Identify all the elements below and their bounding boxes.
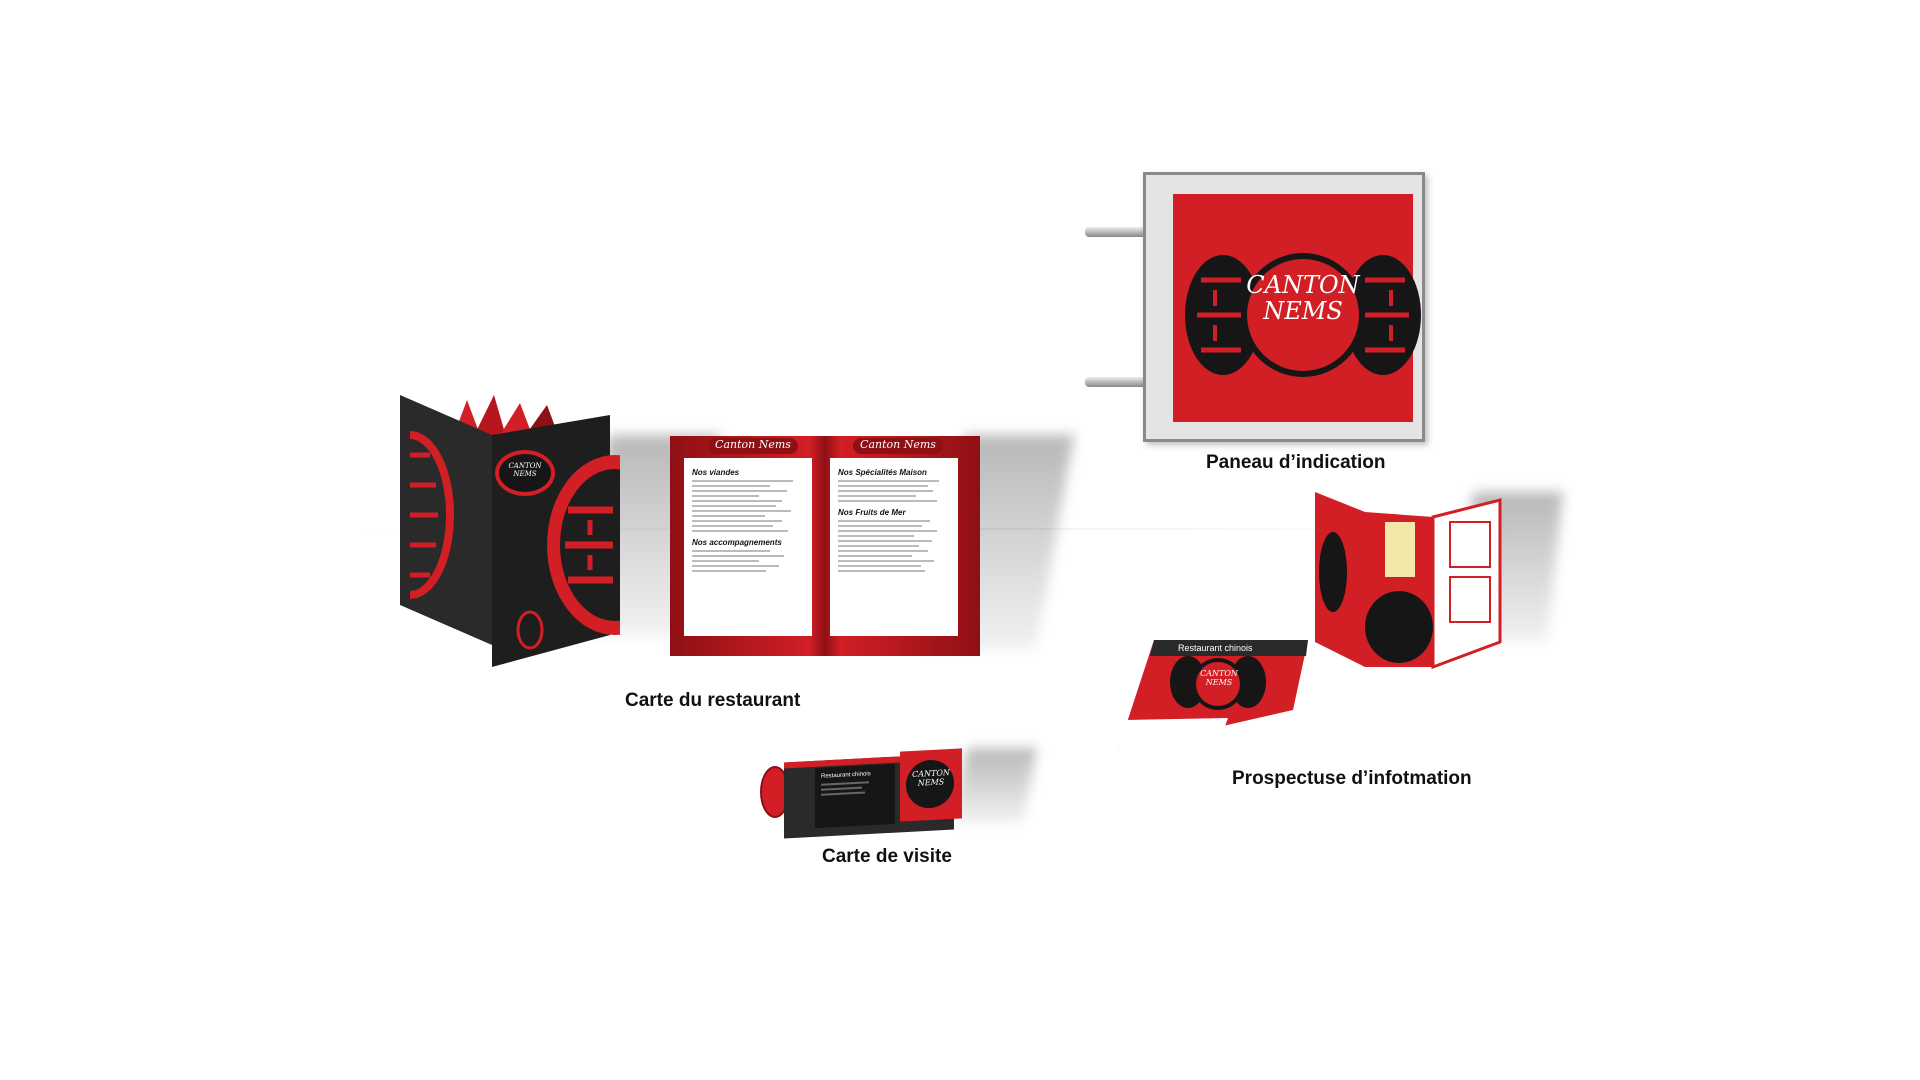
tent-card-logo-line2: NEMS: [1205, 677, 1233, 687]
sign-logo-line1: CANTON: [1246, 271, 1360, 299]
tent-card-logo-line1: CANTON: [1200, 669, 1238, 678]
menu-section-title: Nos accompagnements: [692, 538, 782, 547]
sign-emblem: [1185, 253, 1421, 377]
business-cards: Restaurant chinois CANTON NEMS: [760, 738, 1040, 839]
folded-menu: CANTON NEMS: [400, 395, 720, 675]
business-card-logo: CANTON NEMS: [904, 768, 958, 789]
folded-menu-logo-line1: CANTON: [508, 462, 542, 470]
trifold-flyer: [1315, 492, 1563, 672]
menu-header-text: Canton Nems: [715, 438, 791, 451]
tent-card-logo: CANTON NEMS: [1194, 669, 1244, 688]
sign-bracket-bottom: [1085, 377, 1155, 387]
sign-logo-line2: NEMS: [1263, 297, 1343, 326]
sign-logo-text: CANTON NEMS: [1243, 272, 1363, 325]
open-menu-left-page: Nos viandes Nos accompagnements: [684, 458, 812, 636]
folded-menu-left-panel: [400, 395, 492, 645]
caption-sign: Paneau d’indication: [1206, 452, 1386, 473]
menu-section-title: Nos viandes: [692, 468, 740, 477]
tent-card-header: Restaurant chinois: [1178, 643, 1253, 653]
folded-menu-logo: CANTON NEMS: [495, 450, 555, 496]
open-menu: Nos viandes Nos accompagnements Nos Spéc…: [670, 430, 1074, 660]
caption-flyer: Prospectuse d’infotmation: [1232, 768, 1472, 789]
flyer-panels: [1315, 492, 1502, 670]
business-card-front: Restaurant chinois: [815, 763, 895, 829]
tent-card: Restaurant chinois CANTON NEMS: [1118, 640, 1308, 750]
business-card-shadow: [953, 748, 1037, 823]
menu-section-title: Nos Spécialités Maison: [838, 468, 927, 477]
menu-header-text: Canton Nems: [860, 438, 936, 451]
business-card-logo-side: CANTON NEMS: [900, 748, 962, 822]
open-menu-header-left: Canton Nems: [708, 438, 798, 454]
open-menu-right-page: Nos Spécialités Maison Nos Fruits de Mer: [830, 458, 958, 636]
business-card-header: Restaurant chinois: [821, 771, 871, 780]
sign-bracket-top: [1085, 227, 1155, 237]
open-menu-header-right: Canton Nems: [853, 438, 943, 454]
caption-menu: Carte du restaurant: [625, 690, 801, 711]
menu-section-title: Nos Fruits de Mer: [838, 508, 906, 517]
folded-menu-logo-line2: NEMS: [513, 469, 537, 478]
tent-card-body: [1118, 640, 1308, 750]
caption-card: Carte de visite: [822, 846, 952, 867]
hanging-sign: CANTON NEMS: [1085, 172, 1435, 447]
